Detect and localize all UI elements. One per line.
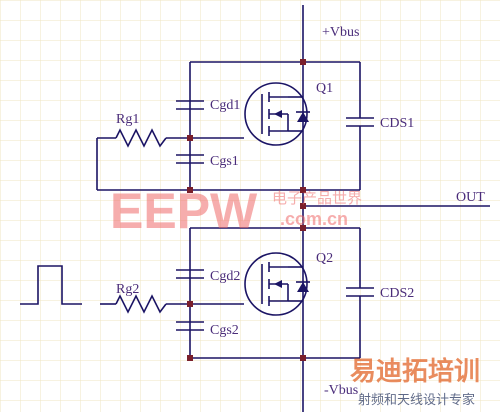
- label-cgd2: Cgd2: [210, 269, 240, 284]
- site-watermark: 易迪拓培训 射频和天线设计专家: [350, 357, 480, 408]
- pulse-signal: [20, 265, 82, 305]
- eepw-watermark: EEPW 电子产品世界 .com.cn: [110, 183, 362, 239]
- label-rg1: Rg1: [116, 112, 139, 127]
- watermark-url: .com.cn: [280, 209, 348, 229]
- watermark-brand: EEPW: [110, 183, 258, 239]
- label-vbus-pos: +Vbus: [322, 25, 359, 40]
- lower-stage: [20, 227, 374, 359]
- capacitor-cgd2: [176, 269, 204, 279]
- capacitor-cgs2: [176, 321, 204, 331]
- junction-nodes: [187, 59, 306, 361]
- label-q1: Q1: [316, 81, 333, 96]
- watermark-site-sub: 射频和天线设计专家: [358, 392, 475, 408]
- label-cgs1: Cgs1: [210, 154, 239, 169]
- resistor-rg1: [115, 128, 167, 148]
- label-rg2: Rg2: [116, 282, 139, 297]
- watermark-site-cn: 易迪拓培训: [350, 357, 480, 387]
- mosfet-q2: [244, 252, 310, 316]
- upper-stage: [96, 61, 490, 207]
- label-vbus-neg: -Vbus: [324, 383, 358, 398]
- label-cds1: CDS1: [380, 116, 414, 131]
- label-q2: Q2: [316, 251, 333, 266]
- label-cgd1: Cgd1: [210, 98, 240, 113]
- label-cds2: CDS2: [380, 286, 414, 301]
- resistor-rg2: [115, 294, 167, 314]
- label-out: OUT: [456, 190, 485, 205]
- mosfet-q1: [244, 82, 310, 146]
- label-cgs2: Cgs2: [210, 323, 239, 338]
- watermark-brand-cn: 电子产品世界: [272, 189, 362, 207]
- capacitor-cgs1: [176, 154, 204, 164]
- capacitor-cgd1: [176, 100, 204, 110]
